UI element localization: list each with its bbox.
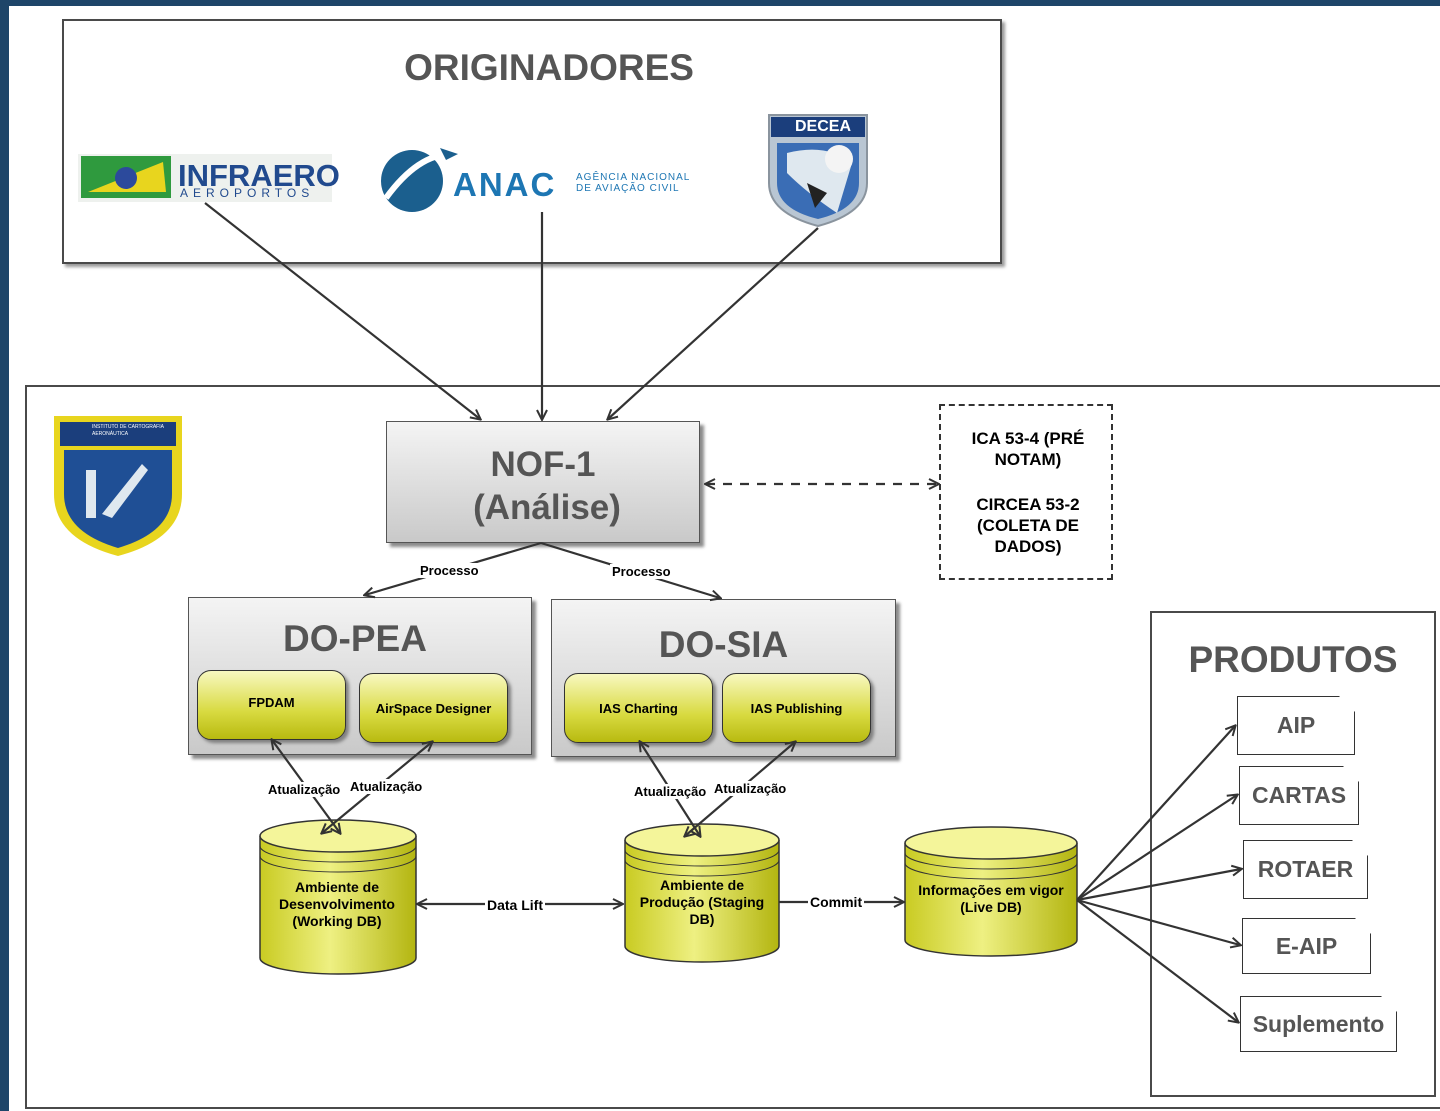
ica-logo-caption: INSTITUTO DE CARTOGRAFIA AERONÁUTICA [92,424,164,437]
anac-sub-1: AGÊNCIA NACIONAL [576,172,691,183]
product-e-aip-label: E-AIP [1275,932,1338,959]
edge-label-data-lift: Data Lift [485,897,545,913]
window-frame-top [0,0,1440,6]
regulation-note: ICA 53-4 (PRÉ NOTAM) CIRCEA 53-2 (COLETA… [939,404,1113,580]
brazil-flag-icon [81,156,171,198]
airspace-designer-label: AirSpace Designer [375,700,492,716]
infraero-logo: INFRAERO AEROPORTOS [78,154,340,202]
edge-label-atualizacao-3: Atualização [632,784,709,799]
fpdam-label: FPDAM [248,694,295,710]
anac-logo: ANAC AGÊNCIA NACIONAL DE AVIAÇÃO CIVIL [378,146,708,212]
staging-db-label: Ambiente de Produção (Staging DB) [639,877,765,927]
working-db-label: Ambiente de Desenvolvimento (Working DB) [279,879,395,929]
originadores-title: ORIGINADORES [404,47,694,88]
edge-label-processo-left: Processo [418,563,481,578]
fpdam-button[interactable]: FPDAM [197,670,346,740]
ica-logo: INSTITUTO DE CARTOGRAFIA AERONÁUTICA [52,414,184,558]
infraero-name: INFRAERO [178,158,340,193]
product-aip-label: AIP [1276,712,1316,738]
nof-box: NOF-1 (Análise) [386,421,700,543]
arrow-live-cartas [1076,795,1237,901]
ias-publishing-button[interactable]: IAS Publishing [722,673,871,743]
arrow-live-rotaer [1076,869,1241,902]
product-cartas-label: CARTAS [1251,782,1347,808]
arrow-live-suplemento [1076,899,1238,1022]
regulation-note-1: ICA 53-4 (PRÉ NOTAM) [971,429,1085,469]
nof-title-line2: (Análise) [473,488,621,527]
edge-label-atualizacao-1: Atualização [266,782,343,797]
decea-name: DECEA [795,118,852,135]
edge-label-atualizacao-2: Atualização [348,779,425,794]
product-rotaer[interactable]: ROTAER [1243,840,1368,899]
dosia-title: DO-SIA [658,624,789,665]
product-aip[interactable]: AIP [1237,696,1355,755]
anac-sub-2: DE AVIAÇÃO CIVIL [576,183,680,194]
edge-label-commit: Commit [808,894,865,910]
dopea-title: DO-PEA [283,618,427,659]
edge-label-atualizacao-4: Atualização [712,781,789,796]
arrow-live-eaip [1076,898,1240,945]
live-db-cylinder [904,826,1078,957]
arrow-live-aip [1076,726,1235,901]
window-frame-left [0,0,9,1111]
ica-shield-icon [54,416,182,556]
ias-publishing-label: IAS Publishing [750,700,843,716]
edge-label-processo-right: Processo [610,564,673,579]
produtos-title: PRODUTOS [1188,639,1398,680]
ias-charting-label: IAS Charting [599,700,678,716]
product-e-aip[interactable]: E-AIP [1242,918,1371,974]
anac-name: ANAC [453,166,557,203]
live-db-label: Informações em vigor (Live DB) [918,882,1064,915]
product-suplemento-label: Suplemento [1252,1010,1385,1037]
nof-title-line1: NOF-1 [490,445,596,484]
anac-globe-icon [381,148,458,212]
decea-logo: DECEA [767,113,869,228]
arrow-decea-nof [608,227,819,419]
product-suplemento[interactable]: Suplemento [1240,996,1397,1052]
product-cartas[interactable]: CARTAS [1239,766,1359,825]
ias-charting-button[interactable]: IAS Charting [564,673,713,743]
regulation-note-2: CIRCEA 53-2 (COLETA DE DADOS) [976,495,1080,556]
working-db-cylinder [259,819,417,975]
product-rotaer-label: ROTAER [1257,856,1354,882]
arrow-infraero-nof [204,202,480,419]
infraero-sub: AEROPORTOS [180,186,315,200]
decea-shield-icon [768,114,868,228]
